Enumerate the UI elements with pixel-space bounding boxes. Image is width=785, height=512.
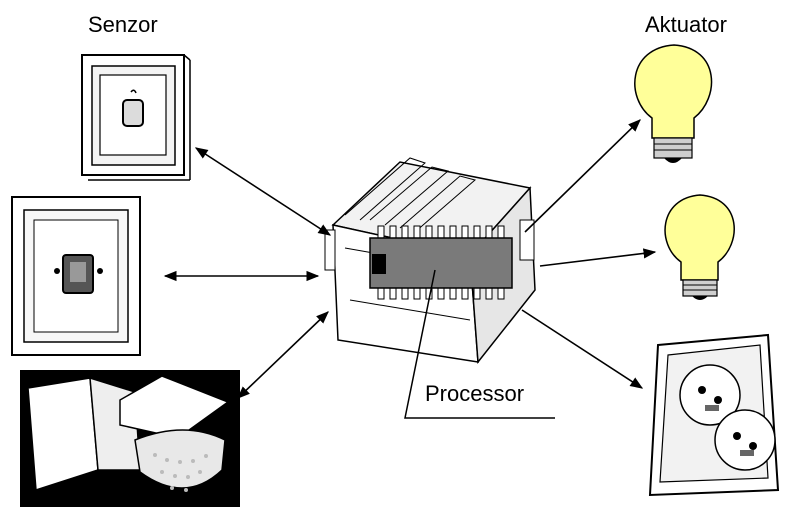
- arrow-controller-bulb2: [539, 248, 657, 267]
- rotary-dial-sensor-icon: [11, 196, 141, 356]
- arrow-controller-socket: [521, 309, 644, 389]
- arrow-switch-controller: [194, 147, 332, 236]
- arrow-controller-bulb1: [524, 119, 641, 233]
- double-socket-icon: [648, 333, 780, 497]
- light-bulb-icon: [634, 44, 713, 163]
- actuator-label: Aktuator: [645, 12, 727, 37]
- light-bulb-icon: [664, 194, 735, 300]
- processor-label: Processor: [425, 381, 525, 406]
- connection-arrows: [163, 119, 657, 399]
- processor-callout-line: [404, 269, 555, 419]
- motion-detector-icon: [20, 370, 240, 507]
- processor-chip: [369, 237, 513, 289]
- arrow-motion-controller: [237, 311, 329, 399]
- wall-switch-icon: [81, 54, 191, 181]
- din-rail-controller-icon: [324, 157, 536, 364]
- sensor-label: Senzor: [88, 12, 158, 37]
